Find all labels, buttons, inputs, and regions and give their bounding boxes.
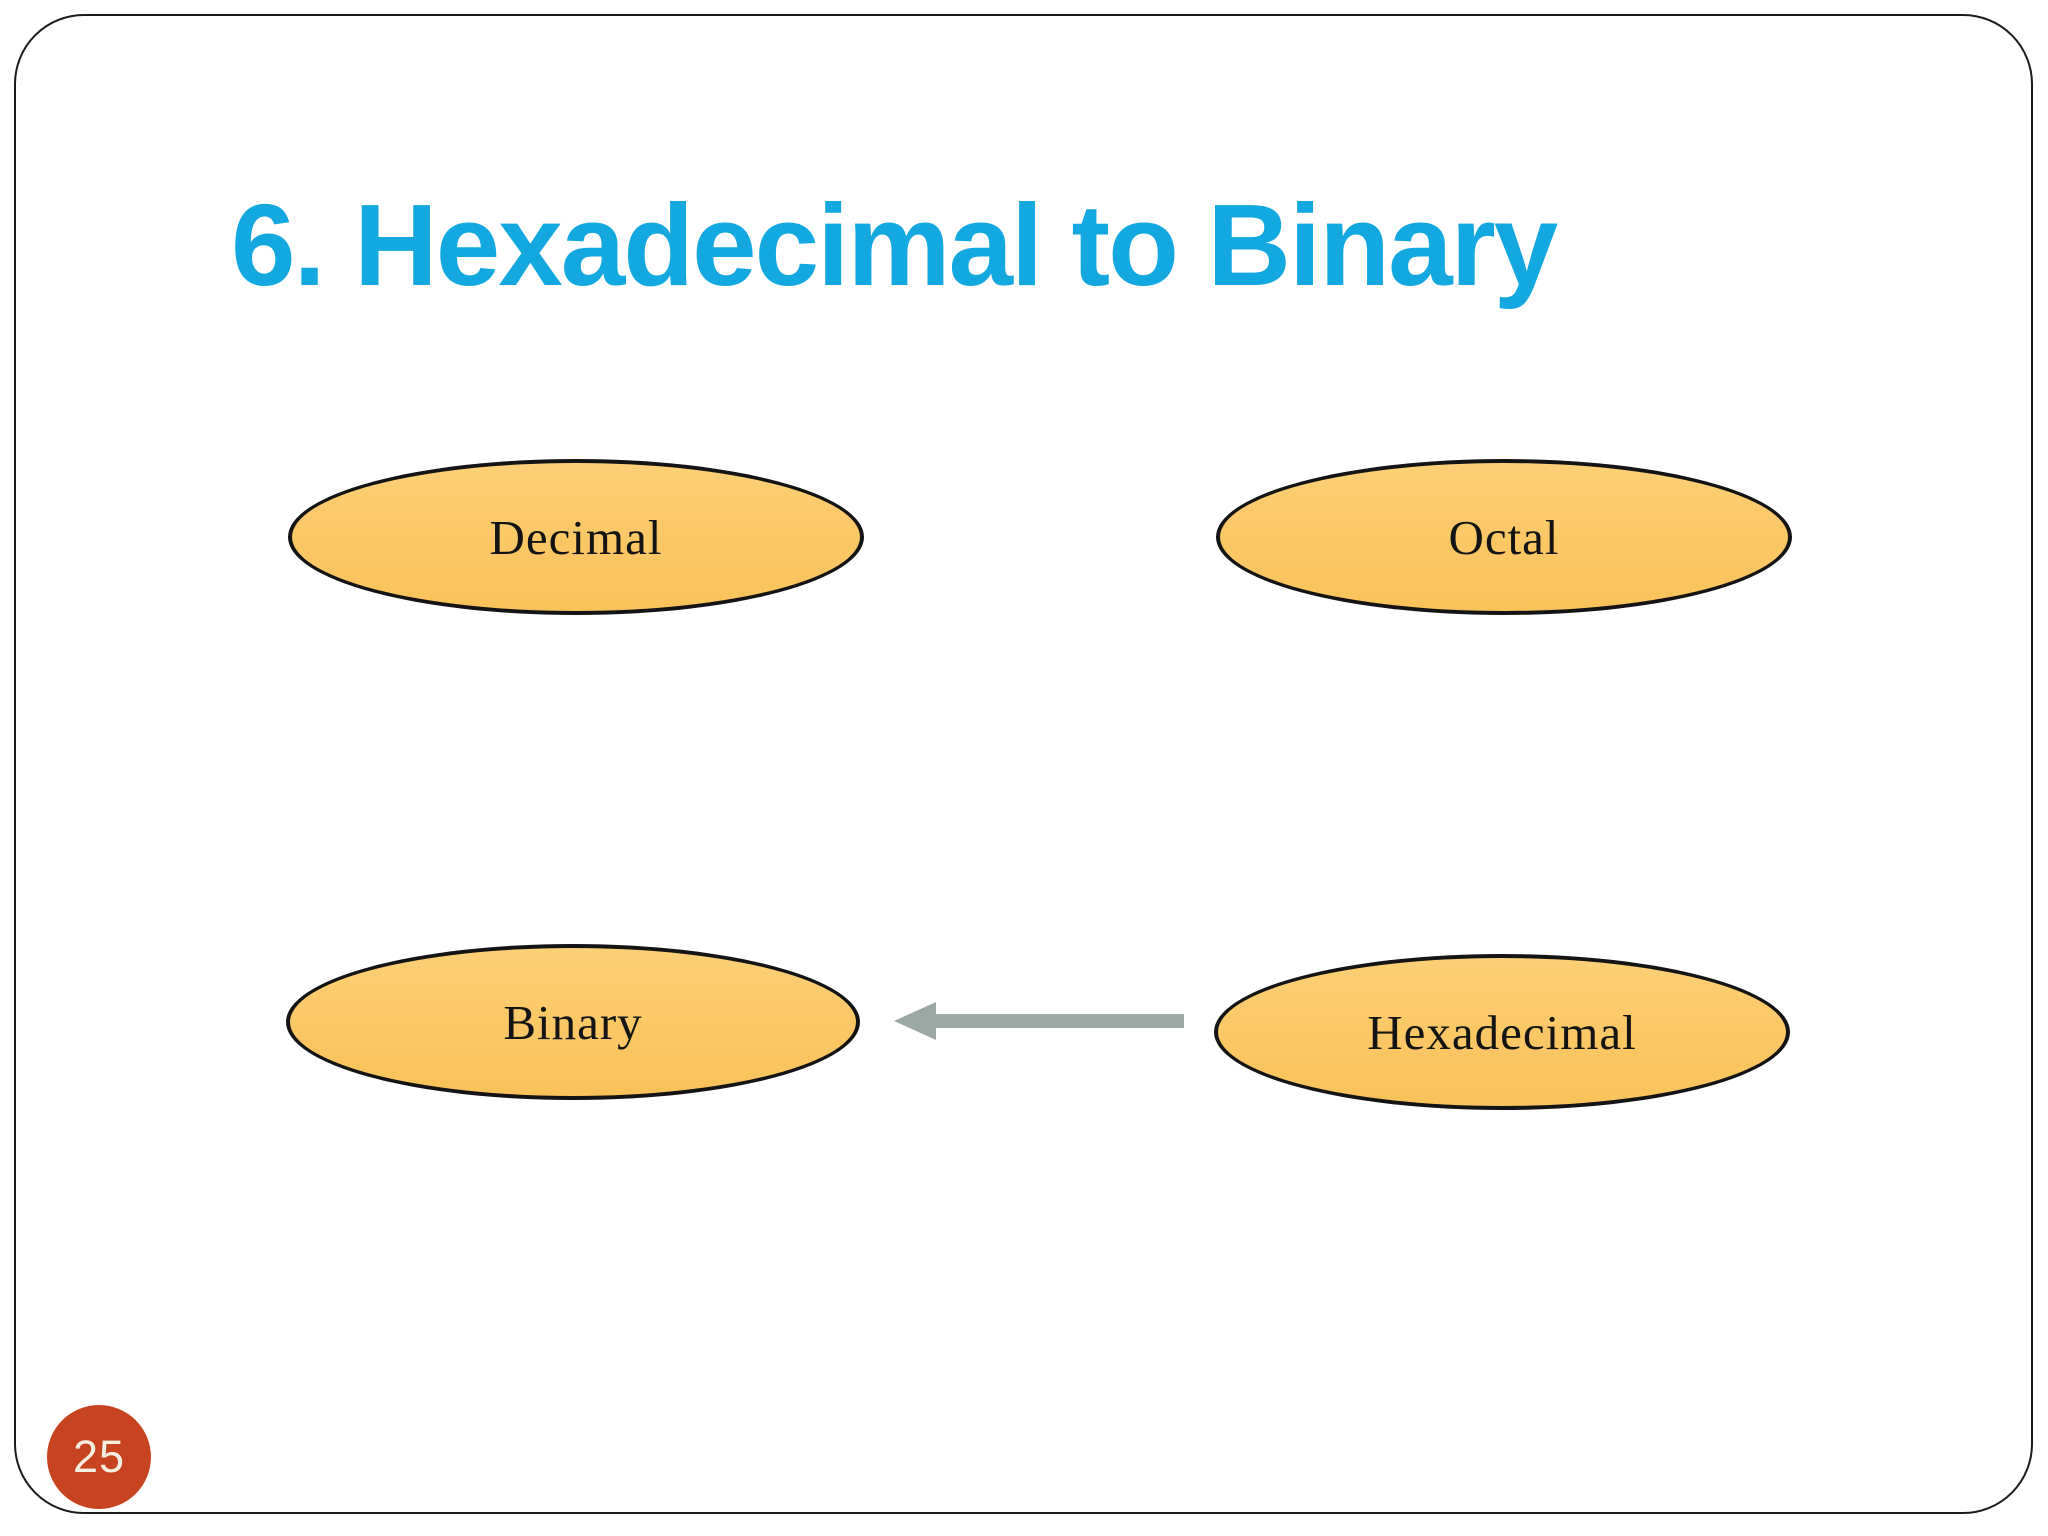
node-binary-label: Binary — [503, 994, 643, 1050]
slide-title: 6. Hexadecimal to Binary — [231, 180, 1558, 310]
left-arrow-icon — [894, 1002, 1184, 1040]
page-number-text: 25 — [72, 1431, 126, 1482]
node-hexadecimal-label: Hexadecimal — [1367, 1004, 1637, 1060]
node-hexadecimal: Hexadecimal — [1214, 954, 1790, 1110]
node-decimal: Decimal — [288, 459, 864, 615]
slide-canvas: 6. Hexadecimal to Binary Decimal Octal B… — [14, 14, 2033, 1514]
node-decimal-label: Decimal — [489, 509, 663, 565]
node-binary: Binary — [286, 944, 860, 1100]
page-number-badge: 25 — [47, 1405, 151, 1509]
node-octal: Octal — [1216, 459, 1792, 615]
node-octal-label: Octal — [1448, 509, 1560, 565]
